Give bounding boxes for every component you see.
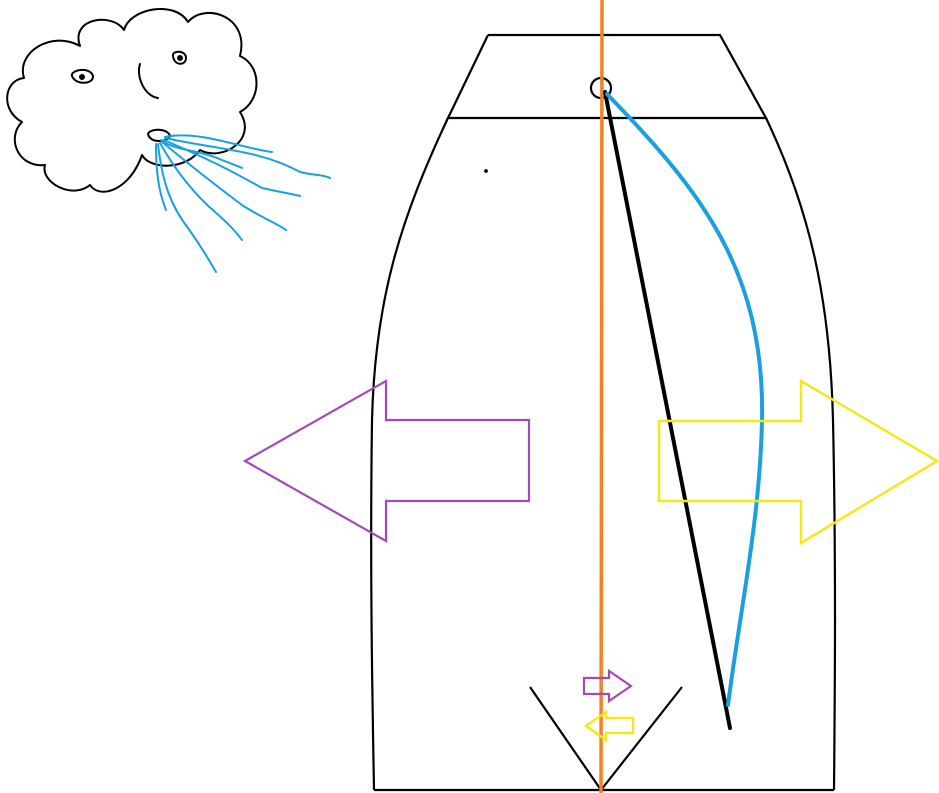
wind-line [164,137,331,179]
cloud-eye-left-pupil [79,74,85,80]
small-left-arrow-icon [583,709,635,743]
cloud-eye-left [70,69,94,84]
stray-dot [484,169,488,173]
wind-line [164,134,273,153]
tower-left-wall [370,117,449,791]
wind-line [163,139,301,197]
cloud-eye-right [172,50,187,65]
wind-streams [155,134,331,273]
wind-line [159,142,243,241]
wind-line [157,143,217,273]
wind-line [161,141,287,231]
wind-cloud-icon [6,7,258,193]
cloud-eye-right-pupil [177,55,183,61]
bent-deflection-curve [605,92,765,707]
large-right-arrow-icon [657,378,939,546]
small-right-arrow-icon [582,668,633,704]
cloud-outline [6,7,258,193]
large-left-arrow-icon [242,379,531,543]
wind-line [155,143,167,211]
straight-deflection-line [603,90,732,730]
tower-right-wall [765,117,837,791]
wind-line [160,139,243,169]
center-vertical-line [599,0,604,793]
cloud-brow [138,63,159,99]
tower-structure [370,33,837,792]
